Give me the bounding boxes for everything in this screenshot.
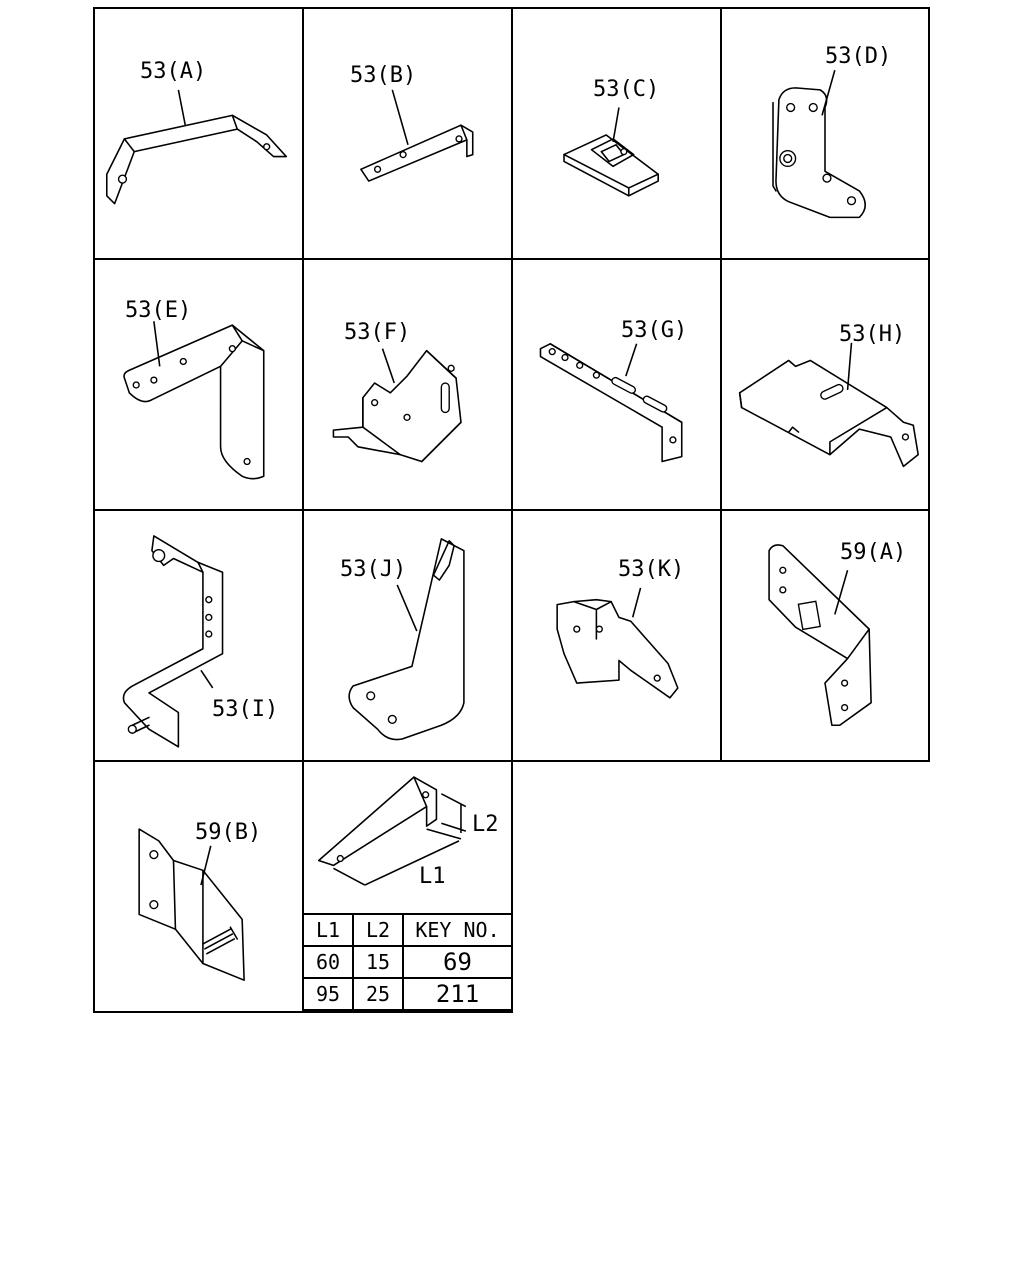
table-header-l2: L2 bbox=[352, 913, 404, 947]
part-label: 53(F) bbox=[344, 320, 411, 345]
cell-53b: 53(B) bbox=[302, 7, 513, 260]
part-label: 53(D) bbox=[825, 44, 892, 69]
cell-53f: 53(F) bbox=[302, 258, 513, 511]
part-label: 53(H) bbox=[839, 322, 906, 347]
cell-53a: 53(A) bbox=[93, 7, 304, 260]
cell-59b: 59(B) bbox=[93, 760, 304, 1013]
part-label: 59(B) bbox=[195, 820, 262, 845]
bracket-53e-drawing bbox=[123, 321, 265, 480]
table-cell-key-no: 211 bbox=[402, 977, 513, 1011]
part-label: 53(A) bbox=[140, 59, 207, 84]
bracket-59a-drawing bbox=[768, 544, 872, 727]
bracket-53d-drawing bbox=[772, 70, 866, 219]
bracket-dimension-drawing bbox=[317, 776, 467, 886]
table-row: 60 15 69 bbox=[302, 945, 513, 979]
bracket-53i-drawing bbox=[122, 535, 224, 748]
bracket-53b-drawing bbox=[360, 89, 474, 182]
cell-53i: 53(I) bbox=[93, 509, 304, 762]
cell-53d: 53(D) bbox=[720, 7, 930, 260]
cell-53j: 53(J) bbox=[302, 509, 513, 762]
part-label: 53(B) bbox=[350, 63, 417, 88]
table-cell-key-no: 69 bbox=[402, 945, 513, 979]
bracket-59b-drawing bbox=[138, 828, 245, 981]
cell-53h: 53(H) bbox=[720, 258, 930, 511]
part-label: 53(J) bbox=[340, 557, 407, 582]
table-row: 95 25 211 bbox=[302, 977, 513, 1011]
table-header-row: L1 L2 KEY NO. bbox=[302, 913, 513, 947]
table-header-key-no: KEY NO. bbox=[402, 913, 513, 947]
part-label: 53(K) bbox=[618, 557, 685, 582]
bracket-53j-drawing bbox=[348, 538, 465, 741]
cell-53e: 53(E) bbox=[93, 258, 304, 511]
cell-53g: 53(G) bbox=[511, 258, 722, 511]
table-cell-l1: 60 bbox=[302, 945, 354, 979]
part-label: 59(A) bbox=[840, 540, 907, 565]
dimension-label-l2: L2 bbox=[472, 812, 499, 837]
bracket-53a-drawing bbox=[105, 89, 288, 205]
bracket-53g-drawing bbox=[539, 343, 683, 463]
table-cell-l2: 15 bbox=[352, 945, 404, 979]
bracket-53h-drawing bbox=[738, 342, 919, 468]
bracket-53c-drawing bbox=[563, 107, 659, 197]
table-header-l1: L1 bbox=[302, 913, 354, 947]
dimension-label-l1: L1 bbox=[419, 864, 446, 889]
part-label: 53(I) bbox=[212, 697, 279, 722]
cell-53k: 53(K) bbox=[511, 509, 722, 762]
table-cell-l1: 95 bbox=[302, 977, 354, 1011]
cell-53c: 53(C) bbox=[511, 7, 722, 260]
part-label: 53(C) bbox=[593, 77, 660, 102]
size-table: L1 L2 KEY NO. 60 15 69 95 25 211 bbox=[302, 913, 513, 1011]
bracket-53k-drawing bbox=[556, 587, 679, 699]
bracket-53f-drawing bbox=[332, 348, 462, 463]
part-label: 53(E) bbox=[125, 298, 192, 323]
table-cell-l2: 25 bbox=[352, 977, 404, 1011]
cell-59a: 59(A) bbox=[720, 509, 930, 762]
part-label: 53(G) bbox=[621, 318, 688, 343]
